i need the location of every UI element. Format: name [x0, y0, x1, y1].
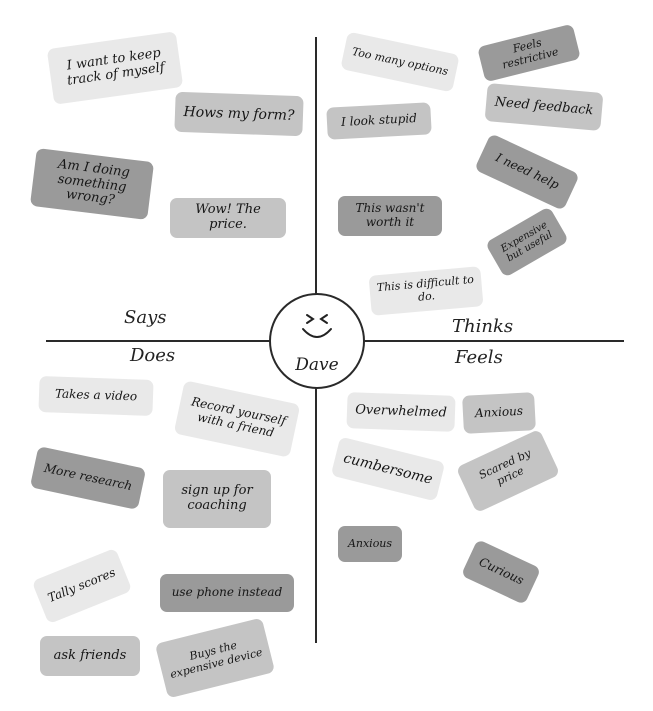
- sticky-note-does: Record yourself with a friend: [173, 380, 301, 458]
- persona-name: Dave: [295, 355, 339, 375]
- sticky-note-does: More research: [29, 446, 147, 510]
- sticky-note-thinks: Feels restrictive: [477, 23, 581, 83]
- sticky-note-says: Hows my form?: [174, 91, 304, 137]
- sticky-note-thinks: This wasn't worth it: [338, 196, 442, 236]
- sticky-note-says: I want to keep track of myself: [46, 31, 184, 105]
- sticky-note-does: Tally scores: [31, 547, 133, 625]
- sticky-note-does: use phone instead: [160, 574, 294, 612]
- sticky-note-thinks: This is difficult to do.: [368, 266, 484, 316]
- persona-circle: Dave: [269, 293, 365, 389]
- face-icon: [302, 314, 332, 338]
- sticky-note-says: Wow! The price.: [170, 198, 286, 238]
- sticky-note-thinks: Expensive but useful: [484, 206, 570, 278]
- sticky-note-feels: Anxious: [338, 526, 402, 562]
- sticky-note-feels: Curious: [460, 539, 542, 605]
- sticky-note-feels: cumbersome: [330, 436, 446, 502]
- sticky-note-thinks: I need help: [474, 133, 580, 211]
- sticky-note-does: ask friends: [40, 636, 140, 676]
- quadrant-label-says: Says: [124, 307, 167, 328]
- sticky-note-thinks: I look stupid: [326, 102, 432, 140]
- quadrant-label-thinks: Thinks: [452, 316, 514, 337]
- sticky-note-feels: Scared by price: [455, 428, 561, 514]
- sticky-note-thinks: Need feedback: [484, 83, 604, 131]
- sticky-note-does: Buys the expensive device: [154, 617, 276, 699]
- sticky-note-feels: Anxious: [462, 392, 536, 434]
- sticky-note-does: Takes a video: [38, 376, 154, 416]
- sticky-note-thinks: Too many options: [340, 31, 460, 93]
- sticky-note-feels: Overwhelmed: [346, 392, 456, 432]
- sticky-note-says: Am I doing something wrong?: [29, 148, 155, 220]
- quadrant-label-feels: Feels: [455, 347, 503, 368]
- quadrant-label-does: Does: [130, 345, 176, 366]
- sticky-note-does: sign up for coaching: [163, 470, 271, 528]
